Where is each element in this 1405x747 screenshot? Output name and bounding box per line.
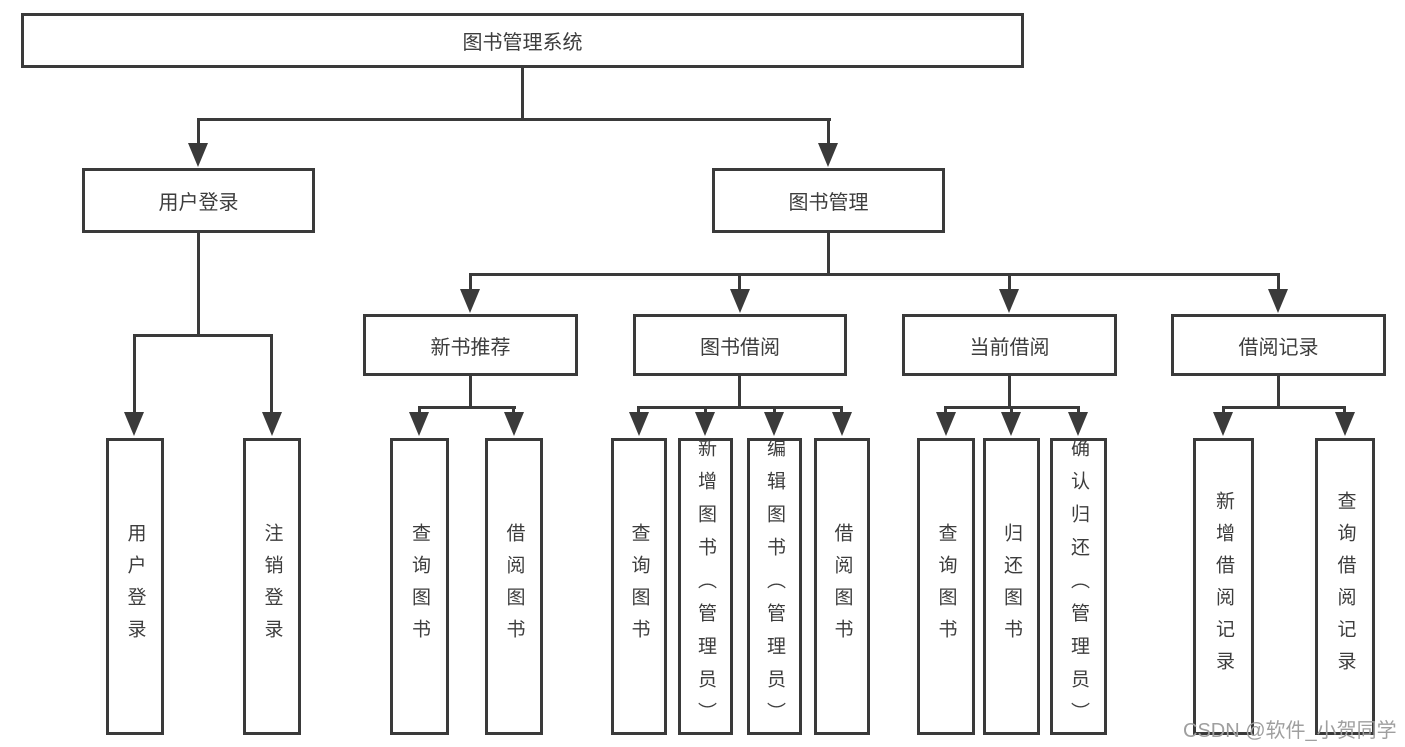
connector-line <box>197 118 831 121</box>
connector-line <box>704 406 707 416</box>
connector-line <box>1343 406 1346 416</box>
leaf-return-book: 归还图书 <box>983 438 1040 735</box>
connector-line <box>637 406 843 409</box>
leaf-add-book-admin: 新增图书（管理员） <box>678 438 733 735</box>
connector-line <box>1077 406 1080 416</box>
arrowhead-icon <box>1335 412 1355 436</box>
node-user-login: 用户登录 <box>82 168 315 233</box>
csdn-watermark: CSDN @软件_小贺同学 <box>1183 720 1397 742</box>
arrowhead-icon <box>629 412 649 436</box>
arrowhead-icon <box>764 412 784 436</box>
connector-line <box>1010 406 1013 416</box>
arrowhead-icon <box>1001 412 1021 436</box>
connector-line <box>1008 376 1011 409</box>
connector-line <box>1008 273 1011 289</box>
node-book-borrow: 图书借阅 <box>633 314 847 376</box>
connector-line <box>469 273 472 289</box>
leaf-add-borrow-record-label: 新增借阅记录 <box>1213 490 1234 683</box>
arrowhead-icon <box>1268 289 1288 313</box>
leaf-query-books-2: 查询图书 <box>611 438 667 735</box>
connector-line <box>512 406 515 416</box>
leaf-borrow-books-1: 借阅图书 <box>485 438 543 735</box>
connector-line <box>521 68 524 120</box>
node-book-management: 图书管理 <box>712 168 945 233</box>
connector-line <box>469 273 1280 276</box>
leaf-borrow-books-2-label: 借阅图书 <box>831 522 853 651</box>
arrowhead-icon <box>695 412 715 436</box>
connector-line <box>1277 376 1280 409</box>
connector-line <box>637 406 640 416</box>
node-root: 图书管理系统 <box>21 13 1024 68</box>
leaf-query-borrow-record: 查询借阅记录 <box>1315 438 1375 735</box>
connector-line <box>840 406 843 416</box>
connector-line <box>1222 406 1346 409</box>
arrowhead-icon <box>1213 412 1233 436</box>
arrowhead-icon <box>936 412 956 436</box>
node-book-borrow-label: 图书借阅 <box>700 336 780 359</box>
leaf-logout-label: 注销登录 <box>261 522 283 651</box>
leaf-confirm-return-admin: 确认归还（管理员） <box>1050 438 1107 735</box>
leaf-return-book-label: 归还图书 <box>1001 522 1022 651</box>
connector-line <box>197 233 200 337</box>
connector-line <box>1222 406 1225 416</box>
connector-line <box>944 406 947 416</box>
leaf-borrow-books-1-label: 借阅图书 <box>503 522 525 651</box>
connector-line <box>469 376 472 409</box>
connector-line <box>133 334 273 337</box>
node-current-borrow: 当前借阅 <box>902 314 1117 376</box>
connector-line <box>133 334 136 414</box>
connector-line <box>738 273 741 289</box>
leaf-query-books-2-label: 查询图书 <box>628 522 650 651</box>
arrowhead-icon <box>504 412 524 436</box>
leaf-query-books-3: 查询图书 <box>917 438 975 735</box>
leaf-add-borrow-record: 新增借阅记录 <box>1193 438 1254 735</box>
leaf-logout: 注销登录 <box>243 438 301 735</box>
node-book-management-label: 图书管理 <box>788 192 869 214</box>
leaf-edit-book-admin-label: 编辑图书（管理员） <box>764 438 785 735</box>
leaf-query-books-1: 查询图书 <box>390 438 449 735</box>
arrowhead-icon <box>832 412 852 436</box>
leaf-query-books-1-label: 查询图书 <box>409 522 430 651</box>
leaf-query-borrow-record-label: 查询借阅记录 <box>1334 490 1356 683</box>
leaf-user-login: 用户登录 <box>106 438 164 735</box>
connector-line <box>738 376 741 409</box>
node-user-login-label: 用户登录 <box>158 192 239 214</box>
arrowhead-icon <box>262 412 282 436</box>
arrowhead-icon <box>999 289 1019 313</box>
node-root-label: 图书管理系统 <box>462 32 583 54</box>
node-borrow-records: 借阅记录 <box>1171 314 1386 376</box>
arrowhead-icon <box>188 143 208 167</box>
leaf-query-books-3-label: 查询图书 <box>935 522 957 651</box>
node-new-book-recommend-label: 新书推荐 <box>430 336 511 359</box>
arrowhead-icon <box>818 143 838 167</box>
connector-line <box>1277 273 1280 289</box>
arrowhead-icon <box>124 412 144 436</box>
leaf-add-book-admin-label: 新增图书（管理员） <box>695 438 716 735</box>
connector-line <box>827 118 830 145</box>
node-current-borrow-label: 当前借阅 <box>969 336 1050 359</box>
leaf-edit-book-admin: 编辑图书（管理员） <box>747 438 802 735</box>
connector-line <box>197 118 200 145</box>
connector-line <box>418 406 421 416</box>
connector-line <box>418 406 516 409</box>
node-borrow-records-label: 借阅记录 <box>1238 336 1319 359</box>
node-new-book-recommend: 新书推荐 <box>363 314 578 376</box>
leaf-borrow-books-2: 借阅图书 <box>814 438 870 735</box>
arrowhead-icon <box>409 412 429 436</box>
connector-line <box>773 406 776 416</box>
arrowhead-icon <box>730 289 750 313</box>
arrowhead-icon <box>1068 412 1088 436</box>
leaf-user-login-label: 用户登录 <box>124 522 146 651</box>
arrowhead-icon <box>460 289 480 313</box>
connector-line <box>827 233 830 276</box>
connector-line <box>270 334 273 414</box>
leaf-confirm-return-admin-label: 确认归还（管理员） <box>1068 438 1089 735</box>
